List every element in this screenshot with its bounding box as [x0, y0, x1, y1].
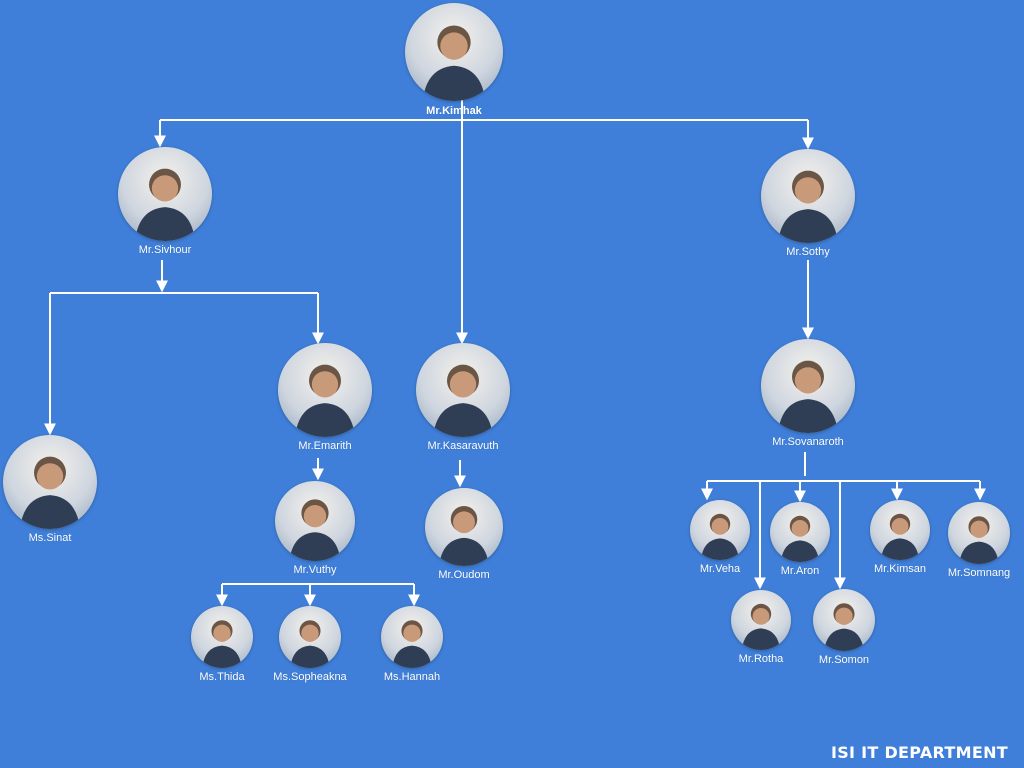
- node-sovanaroth: Mr.Sovanaroth: [748, 339, 868, 448]
- person-photo-icon: [278, 343, 372, 437]
- node-oudom: Mr.Oudom: [404, 488, 524, 581]
- node-somon: Mr.Somon: [784, 589, 904, 666]
- name-label: Mr.Sivhour: [138, 244, 192, 256]
- person-photo-icon: [770, 502, 830, 562]
- name-label: Ms.Thida: [199, 671, 245, 683]
- name-label: Mr.Oudom: [438, 569, 490, 581]
- name-label: Mr.Kimsan: [874, 563, 926, 575]
- name-label: Mr.Somon: [818, 654, 870, 666]
- node-rotha: Mr.Rotha: [701, 590, 821, 665]
- person-photo-icon: [381, 606, 443, 668]
- person-photo-icon: [191, 606, 253, 668]
- node-somnang: Mr.Somnang: [919, 502, 1024, 579]
- name-label: Mr.Kimhak: [426, 105, 482, 117]
- name-label: Mr.Sothy: [786, 246, 830, 258]
- name-label: Ms.Sinat: [28, 532, 72, 544]
- name-label: Ms.Hannah: [383, 671, 441, 683]
- node-sopheakna: Ms.Sopheakna: [250, 606, 370, 683]
- person-photo-icon: [761, 149, 855, 243]
- person-photo-icon: [279, 606, 341, 668]
- node-vuthy: Mr.Vuthy: [255, 481, 375, 576]
- node-thida: Ms.Thida: [162, 606, 282, 683]
- person-photo-icon: [731, 590, 791, 650]
- person-photo-icon: [813, 589, 875, 651]
- node-veha: Mr.Veha: [660, 500, 780, 575]
- node-sothy: Mr.Sothy: [748, 149, 868, 258]
- node-hannah: Ms.Hannah: [352, 606, 472, 683]
- person-photo-icon: [870, 500, 930, 560]
- person-photo-icon: [425, 488, 503, 566]
- person-photo-icon: [690, 500, 750, 560]
- department-title: ISI IT DEPARTMENT: [830, 743, 1008, 762]
- name-label: Mr.Kasaravuth: [427, 440, 499, 452]
- name-label: Mr.Rotha: [738, 653, 784, 665]
- node-sinat: Ms.Sinat: [0, 435, 110, 544]
- person-photo-icon: [3, 435, 97, 529]
- node-emarith: Mr.Emarith: [265, 343, 385, 452]
- node-aron: Mr.Aron: [740, 502, 860, 577]
- person-photo-icon: [761, 339, 855, 433]
- node-kimsan: Mr.Kimsan: [840, 500, 960, 575]
- node-kimhak: Mr.Kimhak: [394, 3, 514, 117]
- person-photo-icon: [118, 147, 212, 241]
- name-label: Mr.Aron: [780, 565, 820, 577]
- person-photo-icon: [275, 481, 355, 561]
- person-photo-icon: [405, 3, 503, 101]
- name-label: Mr.Emarith: [298, 440, 352, 452]
- node-sivhour: Mr.Sivhour: [105, 147, 225, 256]
- name-label: Mr.Vuthy: [293, 564, 337, 576]
- name-label: Mr.Somnang: [947, 567, 1011, 579]
- person-photo-icon: [948, 502, 1010, 564]
- person-photo-icon: [416, 343, 510, 437]
- node-kasaravuth: Mr.Kasaravuth: [403, 343, 523, 452]
- name-label: Mr.Veha: [699, 563, 741, 575]
- name-label: Mr.Sovanaroth: [772, 436, 844, 448]
- name-label: Ms.Sopheakna: [273, 671, 347, 683]
